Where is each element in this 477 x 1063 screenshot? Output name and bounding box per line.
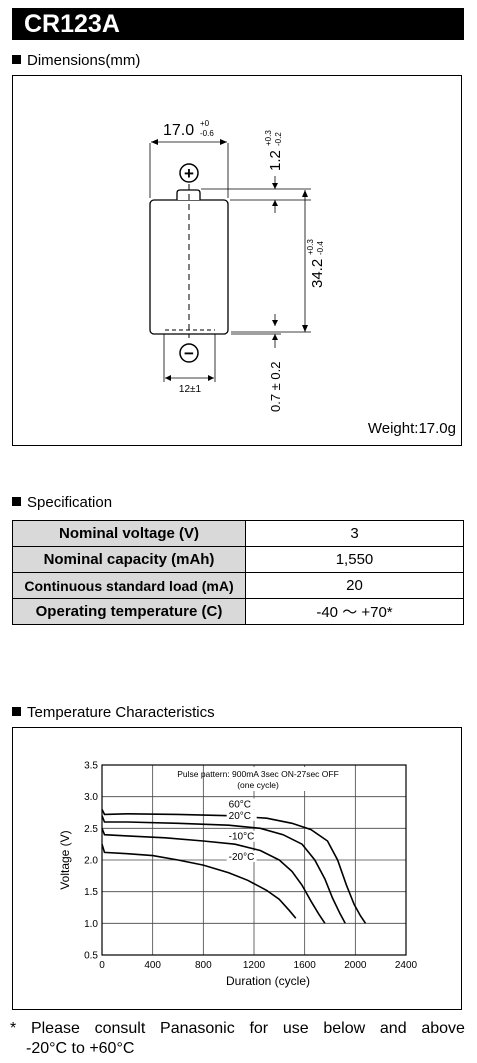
series-label-background <box>226 830 257 842</box>
arrow-icon <box>272 320 278 326</box>
spec-value: 3 <box>245 520 464 547</box>
series-line <box>101 808 367 924</box>
dim-neg-value: 12±1 <box>179 384 202 395</box>
bullet-square-icon <box>12 55 21 64</box>
minus-circle-icon <box>179 343 199 363</box>
x-tick-label: 0 <box>99 960 105 971</box>
y-tick-label: 2.5 <box>84 824 98 835</box>
temperature-panel: 0 400 800 1200 1600 2000 2400 0.5 1.0 1.5 2.0 2.5 3.… <box>12 727 462 1010</box>
arrow-icon <box>151 139 158 145</box>
dim-cap-tol-bottom: -0.2 <box>274 132 283 146</box>
temperature-chart: 0 400 800 1200 1600 2000 2400 0.5 1.0 1.5 2.0 2.5 3.… <box>58 761 418 989</box>
chart-annotation-line2: (one cycle) <box>237 780 279 790</box>
dimensions-heading: Dimensions(mm) <box>12 52 140 70</box>
footnote-word: consult <box>94 1020 146 1037</box>
table-row: Nominal capacity (mAh) 1,550 <box>12 546 464 573</box>
series-line <box>101 815 346 924</box>
dim-height-tol-bottom: -0.4 <box>316 241 325 255</box>
minus-symbol: − <box>184 344 194 363</box>
footnote-word: and <box>379 1020 407 1037</box>
series-label-background <box>226 809 257 821</box>
dim-width-tol-top: +0 <box>200 119 210 128</box>
plus-symbol: + <box>184 164 194 183</box>
plot-area-border <box>101 764 407 956</box>
series-label-background <box>226 798 257 810</box>
x-tick-label: 1600 <box>294 960 317 971</box>
footnote-word: Panasonic <box>160 1020 235 1037</box>
arrow-icon <box>302 325 308 332</box>
y-tick-label: 1.0 <box>84 919 98 930</box>
annotation-background <box>208 767 308 791</box>
table-row: Nominal voltage (V) 3 <box>12 520 464 547</box>
battery-dimension-drawing: + − 17.0 +0 -0.6 1.2 +0.3 -0.2 34.2 <box>149 119 456 437</box>
spec-label: Nominal capacity (mAh) <box>12 546 246 573</box>
page-title: CR123A <box>12 8 464 40</box>
spec-label: Continuous standard load (mA) <box>12 572 246 599</box>
x-tick-label: 2400 <box>395 960 418 971</box>
arrow-icon <box>272 183 278 189</box>
y-tick-label: 1.5 <box>84 887 98 898</box>
series-label: -20°C <box>229 852 255 863</box>
dim-width-value: 17.0 <box>163 122 194 139</box>
footnote-line2: -20°C to +60°C <box>26 1040 135 1057</box>
spec-value: 20 <box>245 572 464 599</box>
footnote-word: below <box>323 1020 366 1037</box>
arrow-icon <box>272 200 278 206</box>
dimensions-panel: + − 17.0 +0 -0.6 1.2 +0.3 -0.2 34.2 <box>12 75 462 446</box>
spec-value: 1,550 <box>245 546 464 573</box>
y-tick-label: 3.0 <box>84 792 98 803</box>
spec-value: -40 ～ +70* <box>245 598 464 625</box>
spec-label: Nominal voltage (V) <box>12 520 246 547</box>
dimensions-heading-label: Dimensions(mm) <box>27 52 141 69</box>
weight-label: Weight:17.0g <box>368 420 456 437</box>
bullet-square-icon <box>12 707 21 716</box>
dim-height-tol-top: +0.3 <box>306 239 315 255</box>
series-line <box>101 828 326 924</box>
series-label-background <box>226 851 257 862</box>
dim-cap-tol-top: +0.3 <box>264 130 273 146</box>
arrow-icon <box>220 139 227 145</box>
footnote-word: above <box>421 1020 465 1037</box>
y-tick-label: 2.0 <box>84 856 98 867</box>
table-row: Continuous standard load (mA) 20 <box>12 572 464 599</box>
x-tick-label: 1200 <box>243 960 266 971</box>
specification-table: Nominal voltage (V) 3 Nominal capacity (… <box>12 520 464 625</box>
arrow-icon <box>302 190 308 197</box>
x-tick-label: 2000 <box>344 960 367 971</box>
footnote-word: Please <box>30 1020 80 1037</box>
chart-annotation-line1: Pulse pattern: 900mA 3sec ON-27sec OFF <box>177 769 339 779</box>
arrow-icon <box>208 375 214 381</box>
series-label: -10°C <box>229 832 255 843</box>
dim-height-value: 34.2 <box>309 259 326 288</box>
series-line <box>101 843 297 919</box>
specification-heading-label: Specification <box>27 494 113 511</box>
y-tick-label: 3.5 <box>84 761 98 772</box>
table-row: Operating temperature (C) -40 ～ +70* <box>12 598 464 625</box>
chart-ylabel: Voltage (V) <box>58 830 72 889</box>
footnote-word: for <box>249 1020 269 1037</box>
arrow-icon <box>165 375 171 381</box>
footnote-word: * <box>10 1020 17 1037</box>
specification-heading: Specification <box>12 494 112 512</box>
dim-bottom-value: 0.7 ± 0.2 <box>268 361 283 412</box>
temperature-heading: Temperature Characteristics <box>12 704 215 722</box>
x-tick-label: 800 <box>195 960 212 971</box>
plus-circle-icon <box>179 163 199 183</box>
spec-label: Operating temperature (C) <box>12 598 246 625</box>
series-label: 20°C <box>229 811 251 822</box>
arrow-icon <box>272 334 278 340</box>
dim-width-tol-bottom: -0.6 <box>200 129 214 138</box>
dim-cap-value: 1.2 <box>267 150 284 171</box>
chart-xlabel: Duration (cycle) <box>226 974 310 988</box>
y-tick-label: 0.5 <box>84 951 98 962</box>
series-label: 60°C <box>229 799 251 810</box>
footnote-word: use <box>282 1020 309 1037</box>
temperature-heading-label: Temperature Characteristics <box>27 704 215 721</box>
bullet-square-icon <box>12 497 21 506</box>
x-tick-label: 400 <box>144 960 161 971</box>
